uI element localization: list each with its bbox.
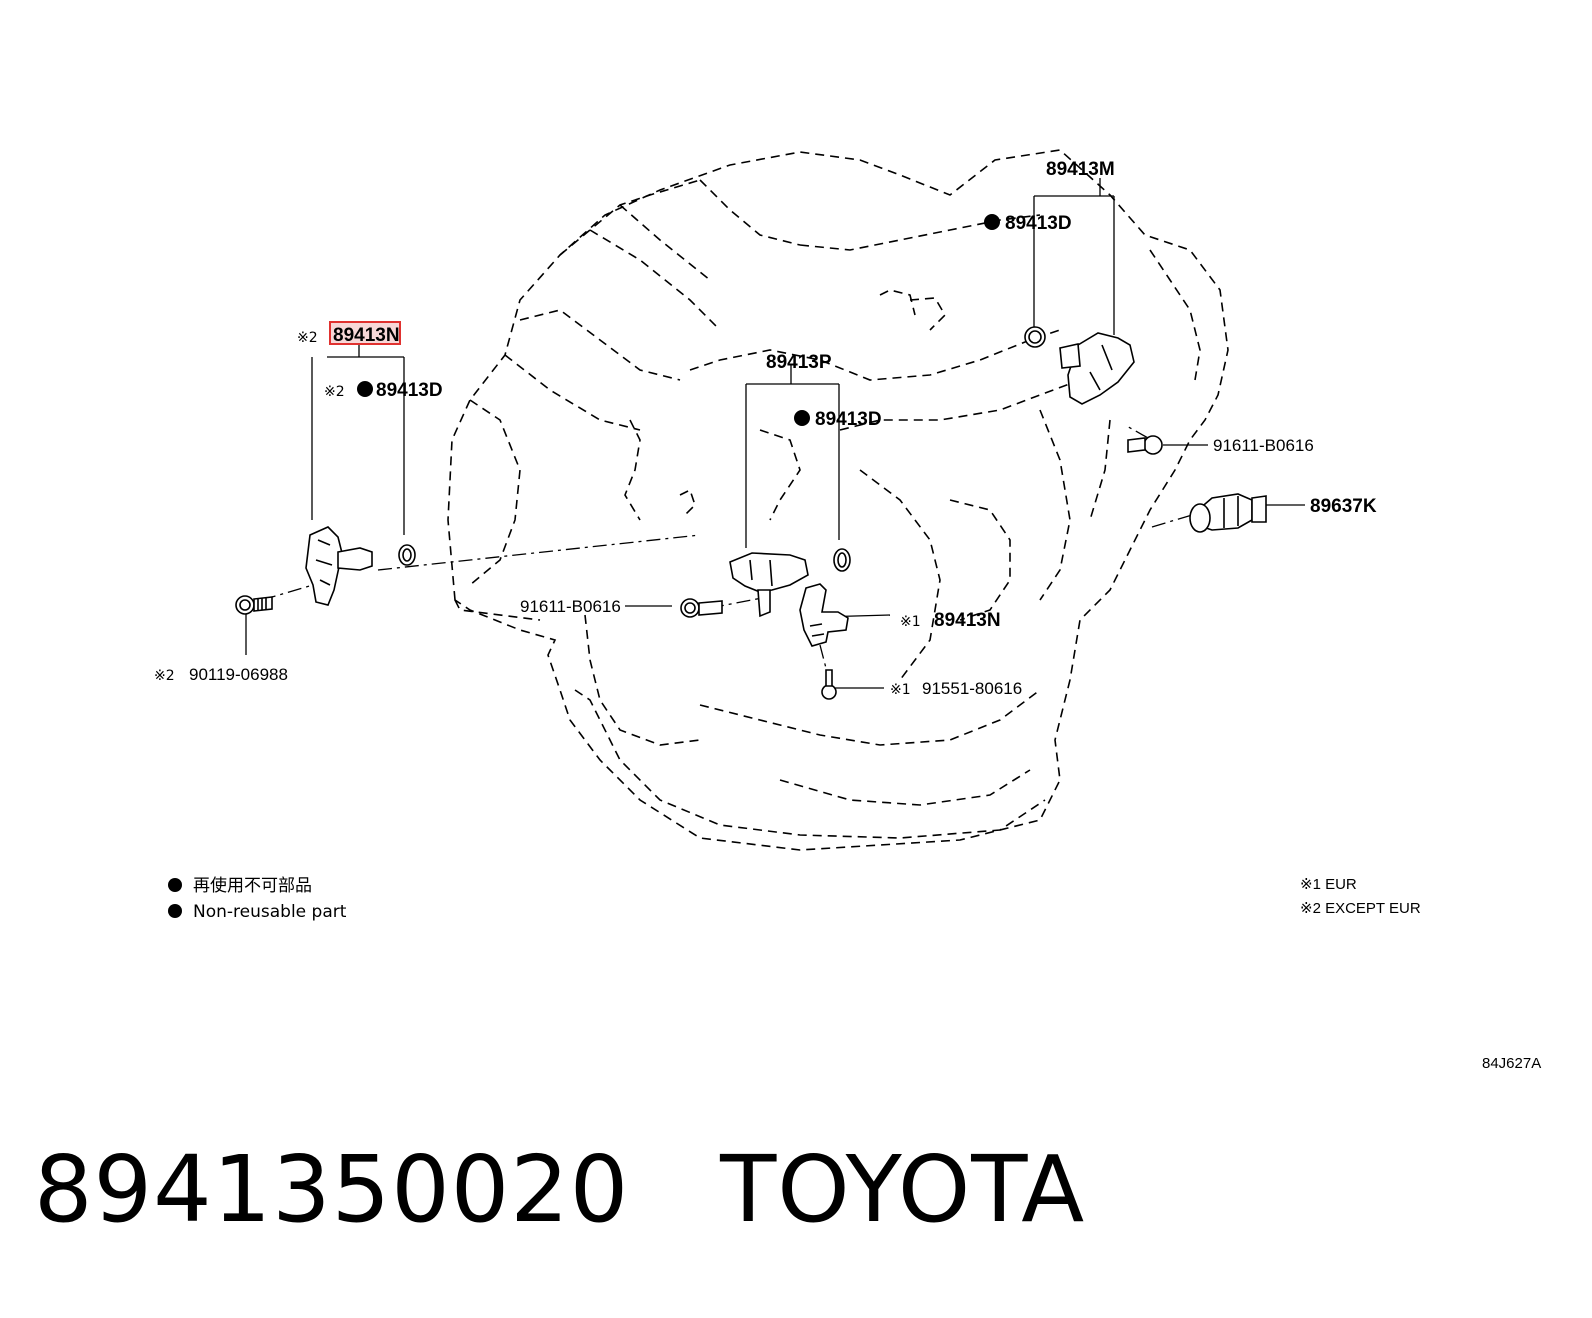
legend-en: Non-reusable part: [193, 902, 347, 922]
label-91611-center[interactable]: 91611-B0616: [520, 597, 621, 616]
non-reusable-dot: [984, 214, 1000, 230]
footer-title: 8941350020 TOYOTA: [34, 1135, 1085, 1245]
label-89413N-eur[interactable]: 89413N: [934, 610, 1001, 631]
transmission-outline: [447, 149, 1229, 851]
label-89413D-left[interactable]: 89413D: [376, 380, 443, 401]
label-90119[interactable]: 90119-06988: [189, 665, 288, 684]
legend-dot: [168, 878, 182, 892]
leader-lines: [245, 178, 1305, 689]
part-labels: 89413M 89413D ※2 89413N ※2 89413D 89413P…: [154, 159, 1377, 698]
note-mark: ※2: [154, 668, 175, 684]
title-gap: [629, 1136, 720, 1243]
label-89413N-highlighted[interactable]: 89413N: [333, 325, 400, 346]
bolt-91611-center[interactable]: [680, 598, 723, 618]
note-mark: ※2: [297, 330, 318, 346]
legend: 再使用不可部品 Non-reusable part: [168, 875, 347, 922]
speed-sensor-eur[interactable]: [799, 583, 849, 647]
region-notes: ※1 EUR ※2 EXCEPT EUR: [1300, 876, 1421, 917]
o-ring-right[interactable]: [1024, 326, 1046, 348]
highlight-box: [329, 321, 401, 345]
speed-sensor-center[interactable]: [729, 552, 809, 618]
label-91551[interactable]: 91551-80616: [922, 679, 1022, 698]
label-89413M[interactable]: 89413M: [1046, 159, 1115, 180]
bolt-91551[interactable]: [821, 669, 837, 700]
note-eur: ※1 EUR: [1300, 876, 1357, 893]
label-89637K[interactable]: 89637K: [1310, 496, 1377, 517]
part-number: 8941350020: [34, 1136, 630, 1243]
pressure-switch-89637K[interactable]: [1189, 493, 1267, 533]
o-ring-center[interactable]: [833, 548, 851, 572]
speed-sensor-right[interactable]: [1059, 332, 1135, 405]
label-89413P[interactable]: 89413P: [766, 352, 832, 373]
note-mark: ※1: [900, 614, 921, 630]
label-89413D-center[interactable]: 89413D: [815, 409, 882, 430]
note-except-eur: ※2 EXCEPT EUR: [1300, 900, 1421, 917]
label-91611-right[interactable]: 91611-B0616: [1213, 436, 1314, 455]
legend-dot: [168, 904, 182, 918]
figure-code: 84J627A: [1482, 1055, 1541, 1072]
bolt-91611-right[interactable]: [1127, 435, 1163, 455]
non-reusable-dot: [794, 410, 810, 426]
o-ring-left[interactable]: [398, 544, 416, 566]
bolt-90119[interactable]: [235, 595, 273, 615]
label-89413D-right[interactable]: 89413D: [1005, 213, 1072, 234]
non-reusable-dot: [357, 381, 373, 397]
note-mark: ※1: [890, 682, 911, 698]
speed-sensor-left[interactable]: [305, 526, 373, 606]
brand-name: TOYOTA: [720, 1136, 1086, 1243]
legend-jp: 再使用不可部品: [193, 875, 312, 896]
note-mark: ※2: [324, 384, 345, 400]
